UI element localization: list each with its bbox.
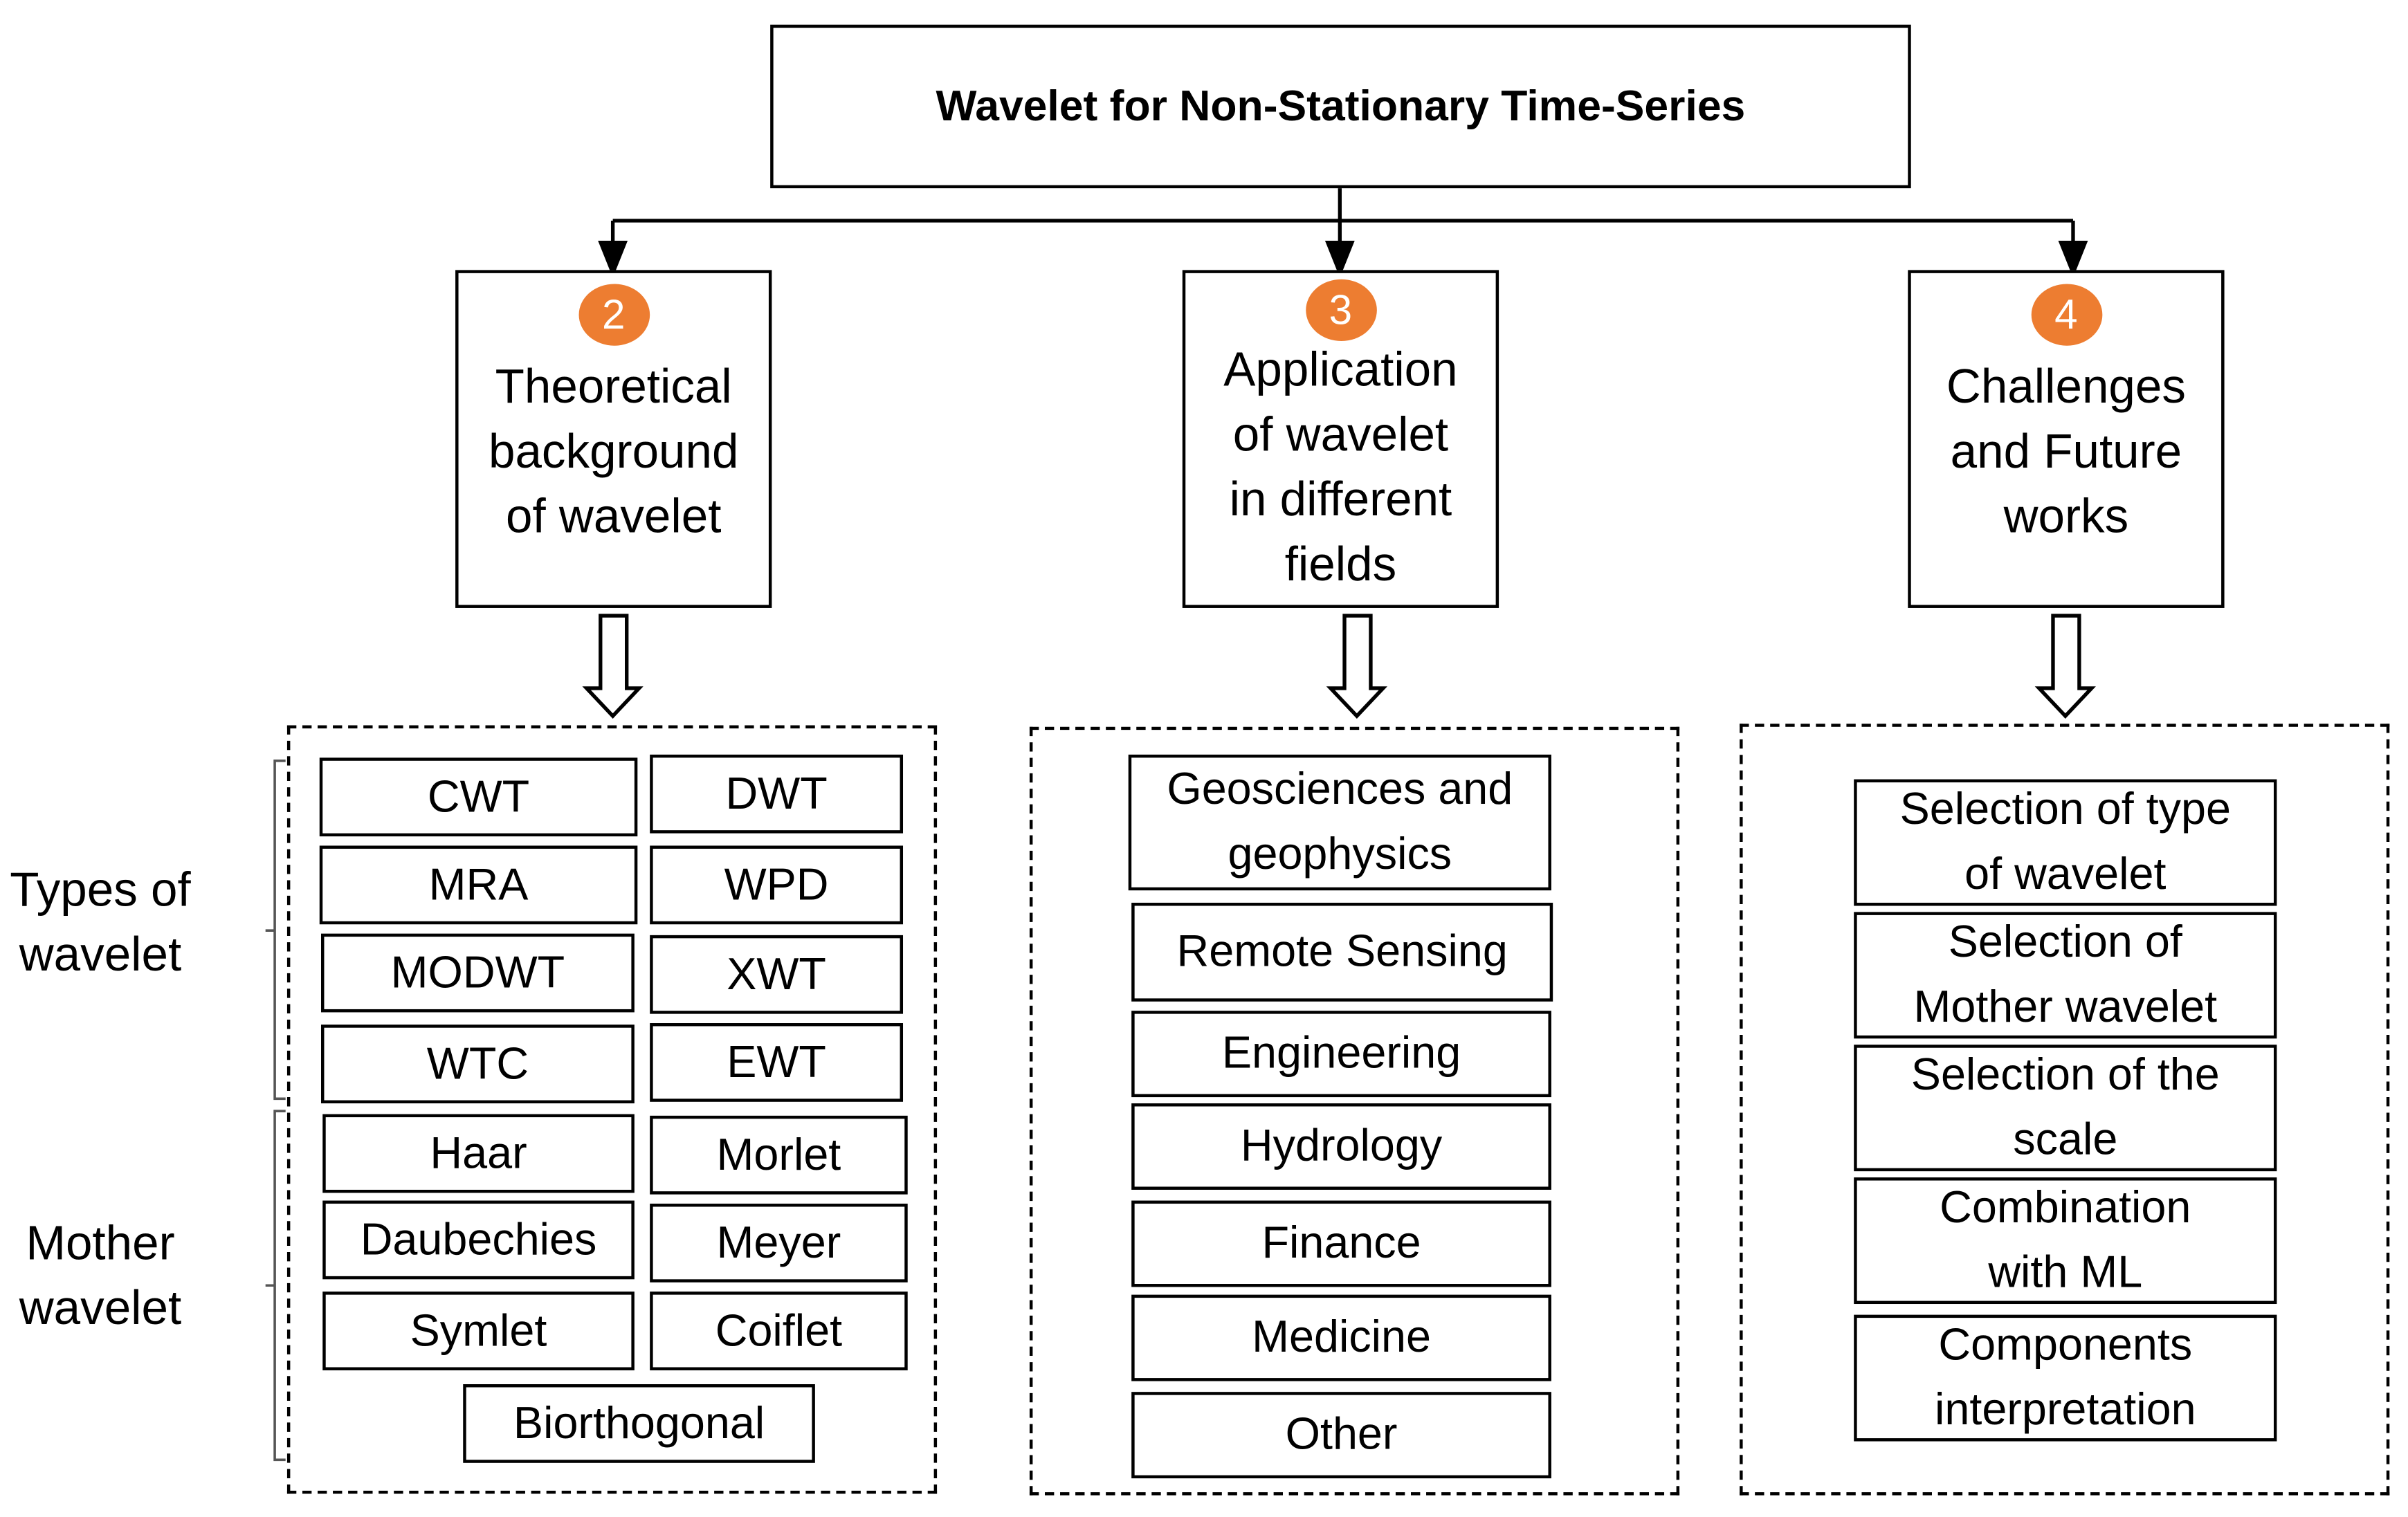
wavelet-type-mra: MRA (319, 845, 638, 925)
mother-wavelet-meyer: Meyer (650, 1204, 908, 1282)
section-theoretical-background: 2 Theoretical background of wavelet (455, 270, 772, 608)
wavelet-type-cwt: CWT (319, 757, 638, 837)
challenge-components-interpretation: Components interpretation (1854, 1314, 2277, 1442)
wavelet-type-wpd: WPD (650, 845, 904, 925)
wavelet-type-ewt: EWT (650, 1023, 904, 1102)
mother-wavelet-symlet: Symlet (322, 1291, 635, 1370)
wavelet-type-modwt: MODWT (321, 933, 635, 1013)
section-number-badge: 2 (578, 284, 650, 346)
theory-group-container (286, 725, 938, 1494)
application-hydrology: Hydrology (1131, 1103, 1551, 1190)
section-number-badge: 3 (1305, 279, 1376, 342)
application-engineering: Engineering (1131, 1011, 1551, 1098)
mother-wavelet-daubechies: Daubechies (322, 1200, 635, 1280)
challenge-mother-wavelet: Selection of Mother wavelet (1854, 912, 2277, 1039)
wavelet-type-xwt: XWT (650, 935, 904, 1014)
challenges-group-container (1740, 724, 2390, 1496)
mother-wavelet-coiflet: Coiflet (650, 1291, 908, 1370)
section-label: Challenges and Future works (1946, 359, 2186, 544)
group-label-types: Types of wavelet (10, 863, 191, 982)
group-braces (265, 759, 286, 1462)
mother-wavelet-biorthogonal: Biorthogonal (463, 1384, 815, 1463)
wavelet-type-dwt: DWT (650, 754, 904, 834)
tree-connector (598, 186, 2088, 278)
hollow-arrow-middle (1326, 614, 1388, 719)
wavelet-type-wtc: WTC (321, 1024, 635, 1104)
group-label-mother: Mother wavelet (19, 1215, 182, 1335)
application-other: Other (1131, 1392, 1551, 1479)
application-finance: Finance (1131, 1200, 1551, 1287)
hollow-arrow-right (2034, 614, 2096, 719)
challenge-combination-ml: Combination with ML (1854, 1177, 2277, 1305)
application-remote-sensing: Remote Sensing (1131, 903, 1553, 1002)
brace-mother (265, 1110, 286, 1462)
mother-wavelet-haar: Haar (322, 1114, 635, 1193)
diagram-title: Wavelet for Non-Stationary Time-Series (770, 24, 1911, 189)
diagram-title-text: Wavelet for Non-Stationary Time-Series (936, 82, 1746, 130)
brace-types (265, 759, 286, 1101)
applications-group-container (1029, 726, 1680, 1496)
hollow-arrows (582, 614, 2096, 719)
section-applications: 3 Application of wavelet in different fi… (1182, 270, 1499, 608)
challenge-type-selection: Selection of type of wavelet (1854, 779, 2277, 906)
mother-wavelet-morlet: Morlet (650, 1115, 908, 1195)
section-challenges: 4 Challenges and Future works (1908, 270, 2225, 608)
challenge-scale-selection: Selection of the scale (1854, 1045, 2277, 1172)
application-geosciences: Geosciences and geophysics (1128, 754, 1551, 891)
section-label: Application of wavelet in different fiel… (1223, 342, 1458, 591)
application-medicine: Medicine (1131, 1294, 1551, 1381)
hollow-arrow-left (582, 614, 644, 719)
section-number-badge: 4 (2030, 284, 2102, 346)
section-label: Theoretical background of wavelet (489, 359, 739, 544)
